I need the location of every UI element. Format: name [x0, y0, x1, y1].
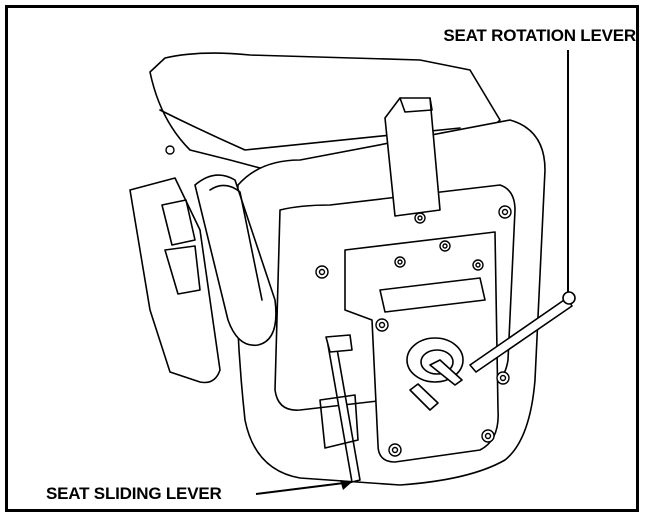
seat-rotation-lever-label: SEAT ROTATION LEVER: [443, 26, 636, 46]
armrest: [194, 174, 277, 347]
seat-sliding-lever-label: SEAT SLIDING LEVER: [46, 484, 222, 504]
rotation-lever-rod: [469, 297, 573, 373]
backrest-handle: [384, 97, 441, 217]
bolts: [165, 145, 512, 457]
sliding-leader-line: [255, 481, 353, 495]
rotation-lever-knob: [562, 291, 576, 305]
figure-frame: [5, 5, 639, 512]
armrest-bracket: [129, 177, 221, 384]
